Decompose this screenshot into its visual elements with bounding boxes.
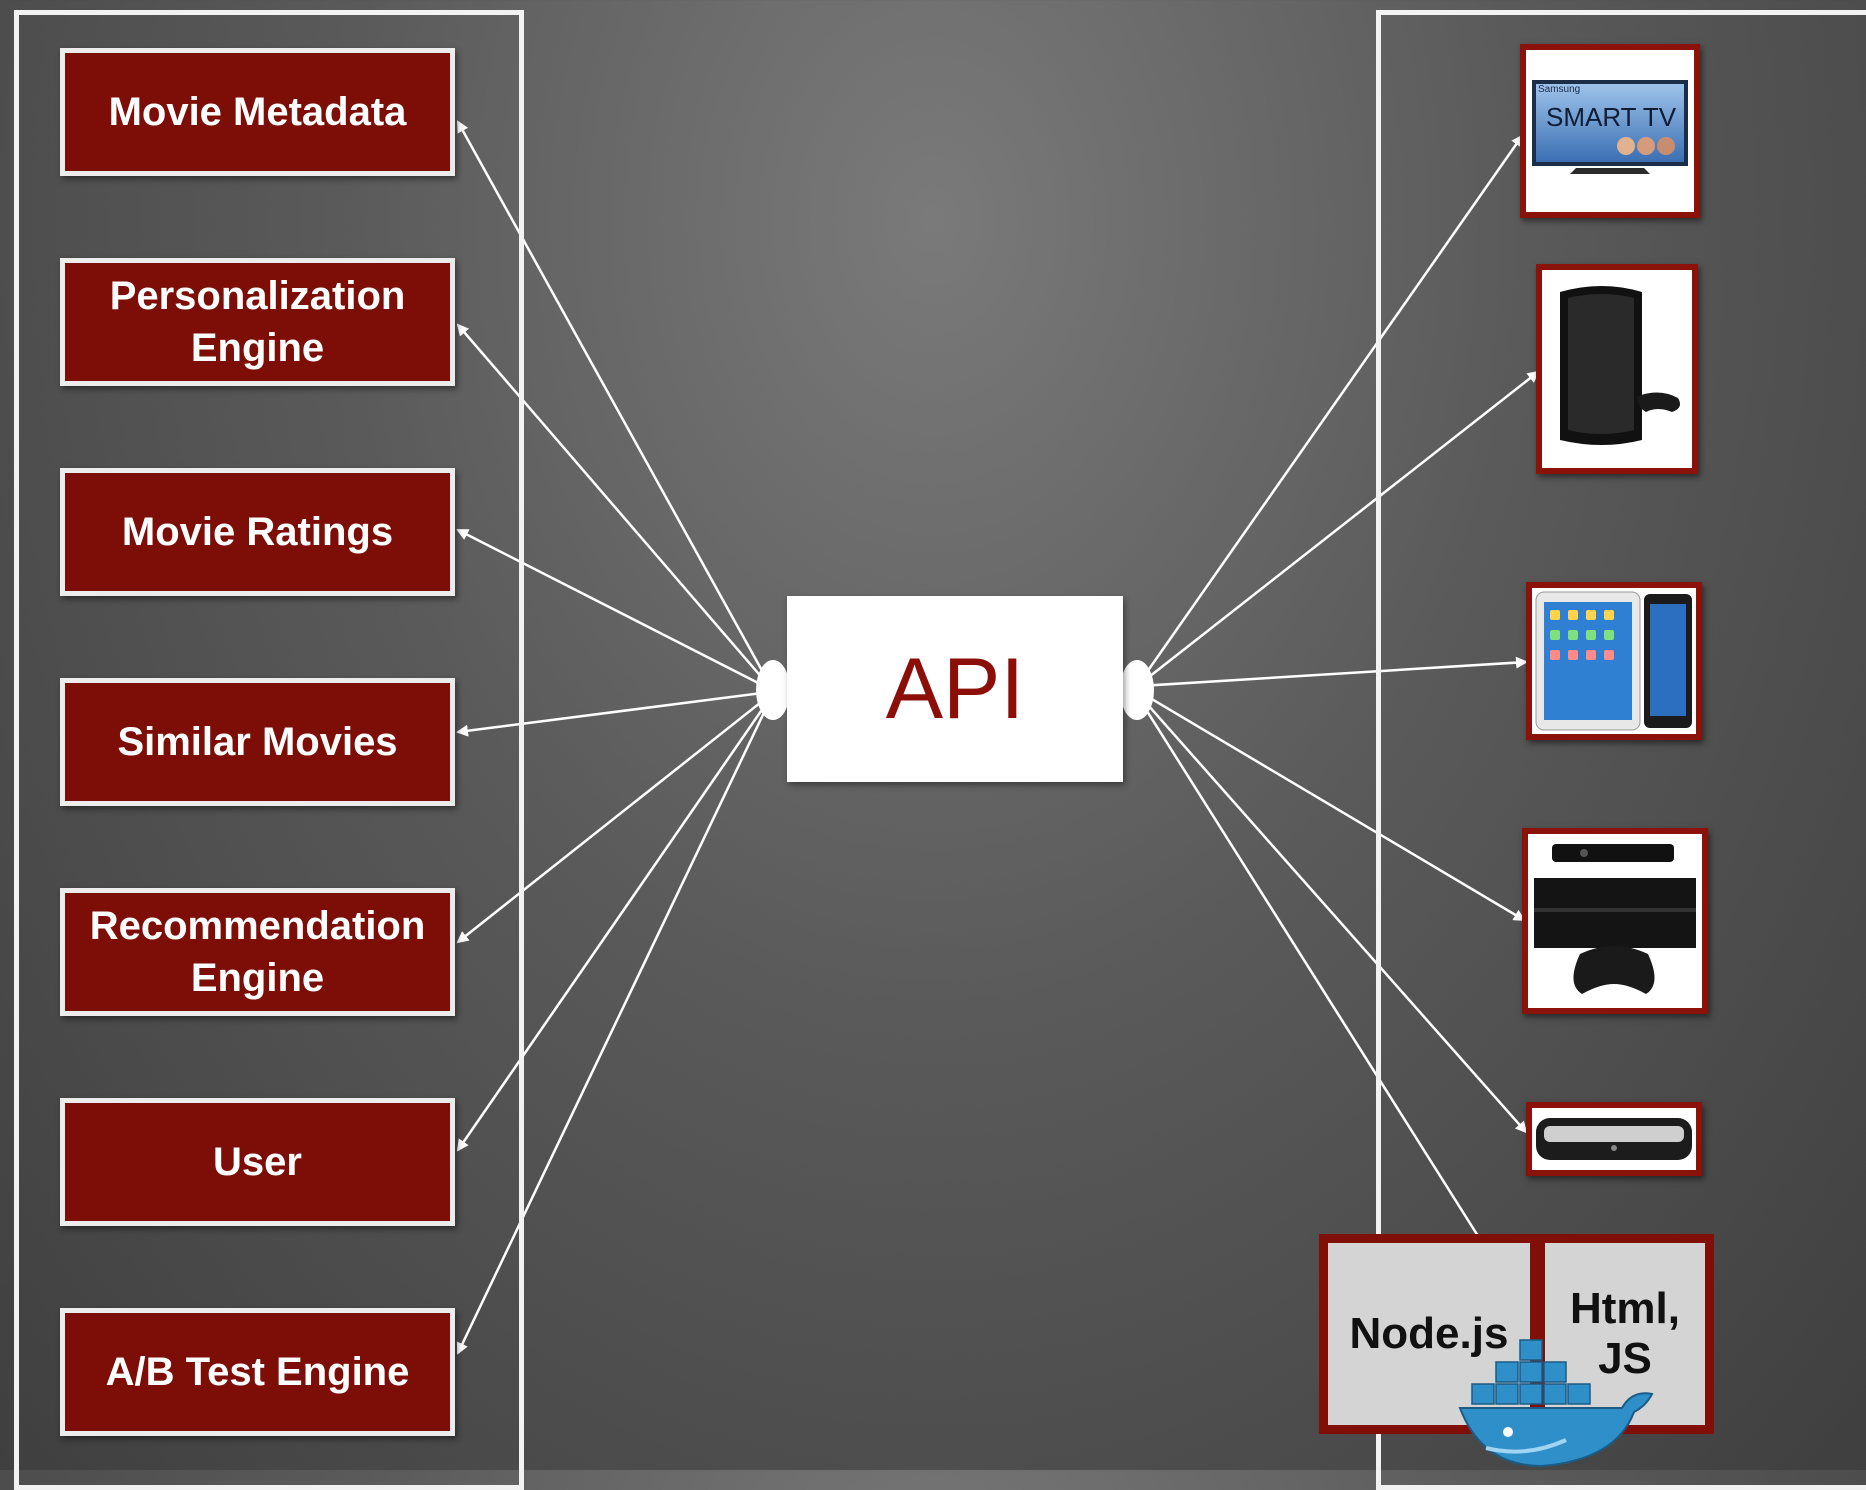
arrow-to-movie-ratings <box>456 528 771 691</box>
device-set-top-box <box>1526 1102 1702 1176</box>
device-game-console-ps3 <box>1536 264 1698 474</box>
docker-whale-icon <box>1458 1339 1654 1468</box>
service-ab-test-engine: A/B Test Engine <box>60 1308 455 1436</box>
arrow-to-user <box>456 697 772 1152</box>
service-user: User <box>60 1098 455 1226</box>
arrow-to-tablet <box>1139 656 1528 688</box>
arrow-to-similar-movies <box>456 690 771 737</box>
tablet-icon <box>1535 591 1692 731</box>
arrow-to-set-top-box <box>1139 695 1528 1134</box>
service-movie-metadata: Movie Metadata <box>60 48 455 176</box>
service-recommendation-engine: Recommendation Engine <box>60 888 455 1016</box>
arrow-to-recommendation-engine <box>456 694 771 944</box>
api-left-connector <box>756 660 790 720</box>
device-tablet <box>1526 582 1702 740</box>
service-similar-movies: Similar Movies <box>60 678 455 806</box>
set-top-box-icon <box>1536 1118 1692 1160</box>
game-console-icon <box>1560 286 1680 445</box>
arrow-to-game-console <box>1139 370 1540 685</box>
arrow-to-movie-metadata <box>456 120 772 686</box>
arrow-to-ab-test-engine <box>456 699 772 1355</box>
device-smart-tv: Samsung SMART TV <box>1520 44 1700 218</box>
api-gateway: API <box>787 596 1123 782</box>
arrow-to-smart-tv <box>1138 134 1524 683</box>
smart-tv-brand: Samsung <box>1538 84 1581 95</box>
api-label: API <box>885 640 1025 737</box>
arrow-to-tech <box>1138 699 1480 1237</box>
arrow-to-personalization-engine <box>456 323 771 688</box>
smart-tv-icon <box>1532 80 1688 174</box>
api-right-connector <box>1120 660 1154 720</box>
xbox-console-icon <box>1534 844 1696 994</box>
smart-tv-label: SMART TV <box>1546 102 1677 132</box>
service-personalization-engine: Personalization Engine <box>60 258 455 386</box>
device-xbox-console <box>1522 828 1708 1014</box>
arrow-to-xbox <box>1139 690 1526 922</box>
service-movie-ratings: Movie Ratings <box>60 468 455 596</box>
